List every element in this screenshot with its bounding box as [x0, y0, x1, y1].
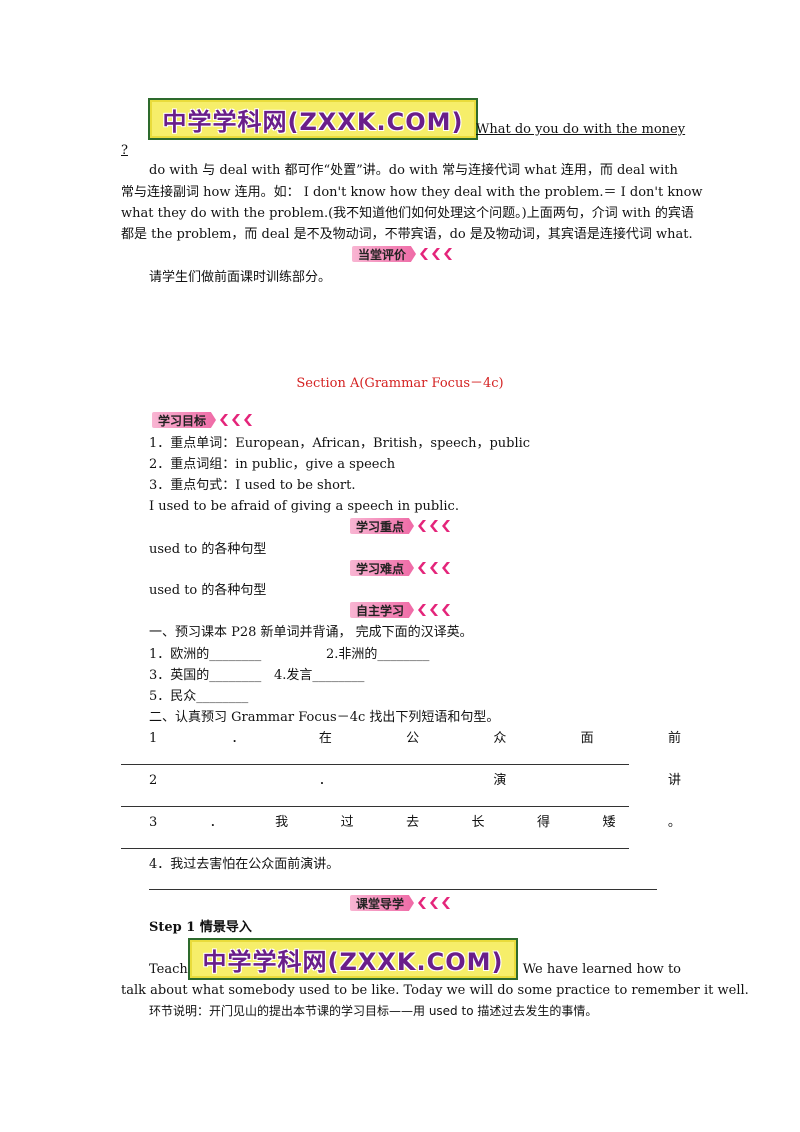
intro-paragraph-2: 常与连接副词 how 连用。如： I don't know how they d…	[121, 185, 703, 200]
goal-item-2: 2．重点词组：in public，give a speech	[149, 457, 396, 472]
teacher-line-2: talk about what somebody used to be like…	[121, 983, 749, 998]
vocab-african: 2.非洲的________	[326, 647, 430, 662]
chevrons-icon	[418, 604, 454, 616]
eval-text: 请学生们做前面课时训练部分。	[149, 270, 332, 285]
tag-eval: 当堂评价	[352, 244, 456, 264]
tag-guide: 课堂导学	[350, 893, 454, 913]
phrase-question-4: 4．我过去害怕在公众面前演讲。	[149, 857, 340, 872]
tag-goals: 学习目标	[152, 410, 256, 430]
tag-difficulty: 学习难点	[350, 558, 454, 578]
vocab-row-3: 5．民众________	[149, 689, 249, 704]
watermark-logo-bottom: 中学学科网(ZXXK.COM)	[188, 938, 518, 980]
answer-line-3[interactable]	[121, 848, 629, 849]
step1-title: Step 1 情景导入	[149, 920, 252, 935]
tag-self-study: 自主学习	[350, 600, 454, 620]
chevrons-icon	[420, 248, 456, 260]
self-study-intro: 一、预习课本 P28 新单词并背诵， 完成下面的汉译英。	[149, 625, 473, 640]
goal-item-4: I used to be afraid of giving a speech i…	[149, 499, 459, 514]
answer-line-1[interactable]	[121, 764, 629, 765]
vocab-speech: 4.发言________	[274, 668, 365, 683]
vocab-british: 3．英国的________	[149, 668, 262, 683]
phrase-question-3: 3 ． 我 过 去 长 得 矮 。	[149, 815, 681, 830]
intro-paragraph-3: what they do with the problem.(我不知道他们如何处…	[121, 206, 694, 221]
watermark-logo: 中学学科网(ZXXK.COM)	[148, 98, 478, 140]
section-title: Section A(Grammar Focus－4c)	[296, 376, 504, 391]
chevrons-icon	[418, 562, 454, 574]
teacher-start: Teache	[149, 962, 196, 977]
watermark-text-bottom: 中学学科网(ZXXK.COM)	[202, 947, 504, 976]
phrases-intro: 二、认真预习 Grammar Focus－4c 找出下列短语和句型。	[149, 710, 500, 725]
question-line-2: ?	[121, 143, 128, 158]
answer-line-4[interactable]	[149, 889, 657, 890]
chevrons-icon	[418, 897, 454, 909]
vocab-row-1: 1．欧洲的________ 2.非洲的________	[149, 645, 709, 665]
goal-item-1: 1．重点单词：European，African，British，speech，p…	[149, 436, 531, 451]
intro-paragraph-1: do with 与 deal with 都可作“处置”讲。do with 常与连…	[149, 163, 678, 178]
intro-paragraph-4: 都是 the problem，而 deal 是不及物动词，不带宾语，do 是及物…	[121, 227, 693, 242]
teacher-end: r：We have learned how to	[503, 962, 681, 977]
goal-item-3: 3．重点句式：I used to be short.	[149, 478, 356, 493]
watermark-text: 中学学科网(ZXXK.COM)	[162, 107, 464, 136]
phrase-question-2: 2 ． 演 讲	[149, 773, 681, 788]
vocab-row-2: 3．英国的________ 4.发言________	[149, 666, 709, 686]
tag-focus: 学习重点	[350, 516, 454, 536]
answer-line-2[interactable]	[121, 806, 629, 807]
difficulty-text: used to 的各种句型	[149, 583, 267, 598]
chevrons-icon	[418, 520, 454, 532]
vocab-european: 1．欧洲的________	[149, 647, 262, 662]
chevrons-icon	[220, 414, 256, 426]
question-line-1: What do you do with the money	[476, 122, 686, 137]
focus-text: used to 的各种句型	[149, 542, 267, 557]
teacher-line: Teache r：We have learned how to	[149, 960, 681, 980]
phrase-question-1: 1 ． 在 公 众 面 前	[149, 731, 681, 746]
step1-note: 环节说明：开门见山的提出本节课的学习目标——用 used to 描述过去发生的事…	[149, 1004, 598, 1018]
